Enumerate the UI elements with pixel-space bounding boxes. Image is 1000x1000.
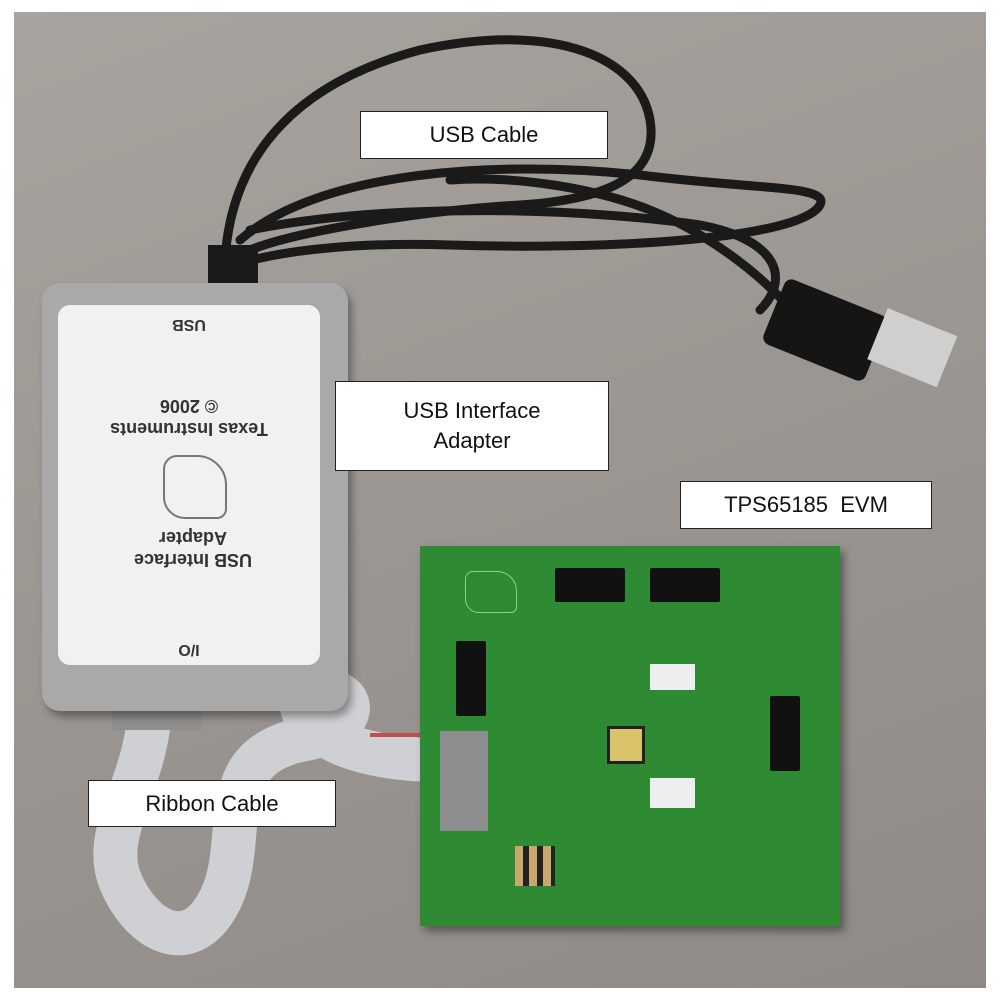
callout-usb-cable: USB Cable (360, 111, 608, 159)
usb-connector (208, 245, 258, 285)
usb-cable (220, 35, 826, 325)
adapter-usb-port-label: USB (172, 316, 206, 333)
terminal-block-j2 (650, 568, 720, 602)
header-pins (515, 846, 555, 886)
inductor (650, 778, 695, 808)
terminal-block-j1 (555, 568, 625, 602)
ti-logo-icon (163, 455, 227, 519)
ic-chip (607, 726, 645, 764)
ribbon-header (440, 731, 488, 831)
terminal-block-right (770, 696, 800, 771)
callout-usb-interface-adapter: USB Interface Adapter (335, 381, 609, 471)
ti-logo-icon (465, 571, 517, 613)
tps65185-evm-board (420, 546, 840, 926)
callout-ribbon-cable: Ribbon Cable (88, 780, 336, 827)
usb-plug (763, 279, 958, 388)
adapter-label: USB © 2006 Texas Instruments USB Interfa… (58, 305, 320, 665)
inductor (650, 664, 695, 690)
callout-tps65185-evm: TPS65185 EVM (680, 481, 932, 529)
adapter-copyright: © 2006 (159, 396, 219, 416)
terminal-block-left (456, 641, 486, 716)
adapter-maker: Texas Instruments (110, 419, 268, 439)
adapter-io-port-label: I/O (178, 641, 200, 658)
adapter-product-name: USB Interface Adapter (133, 528, 253, 570)
